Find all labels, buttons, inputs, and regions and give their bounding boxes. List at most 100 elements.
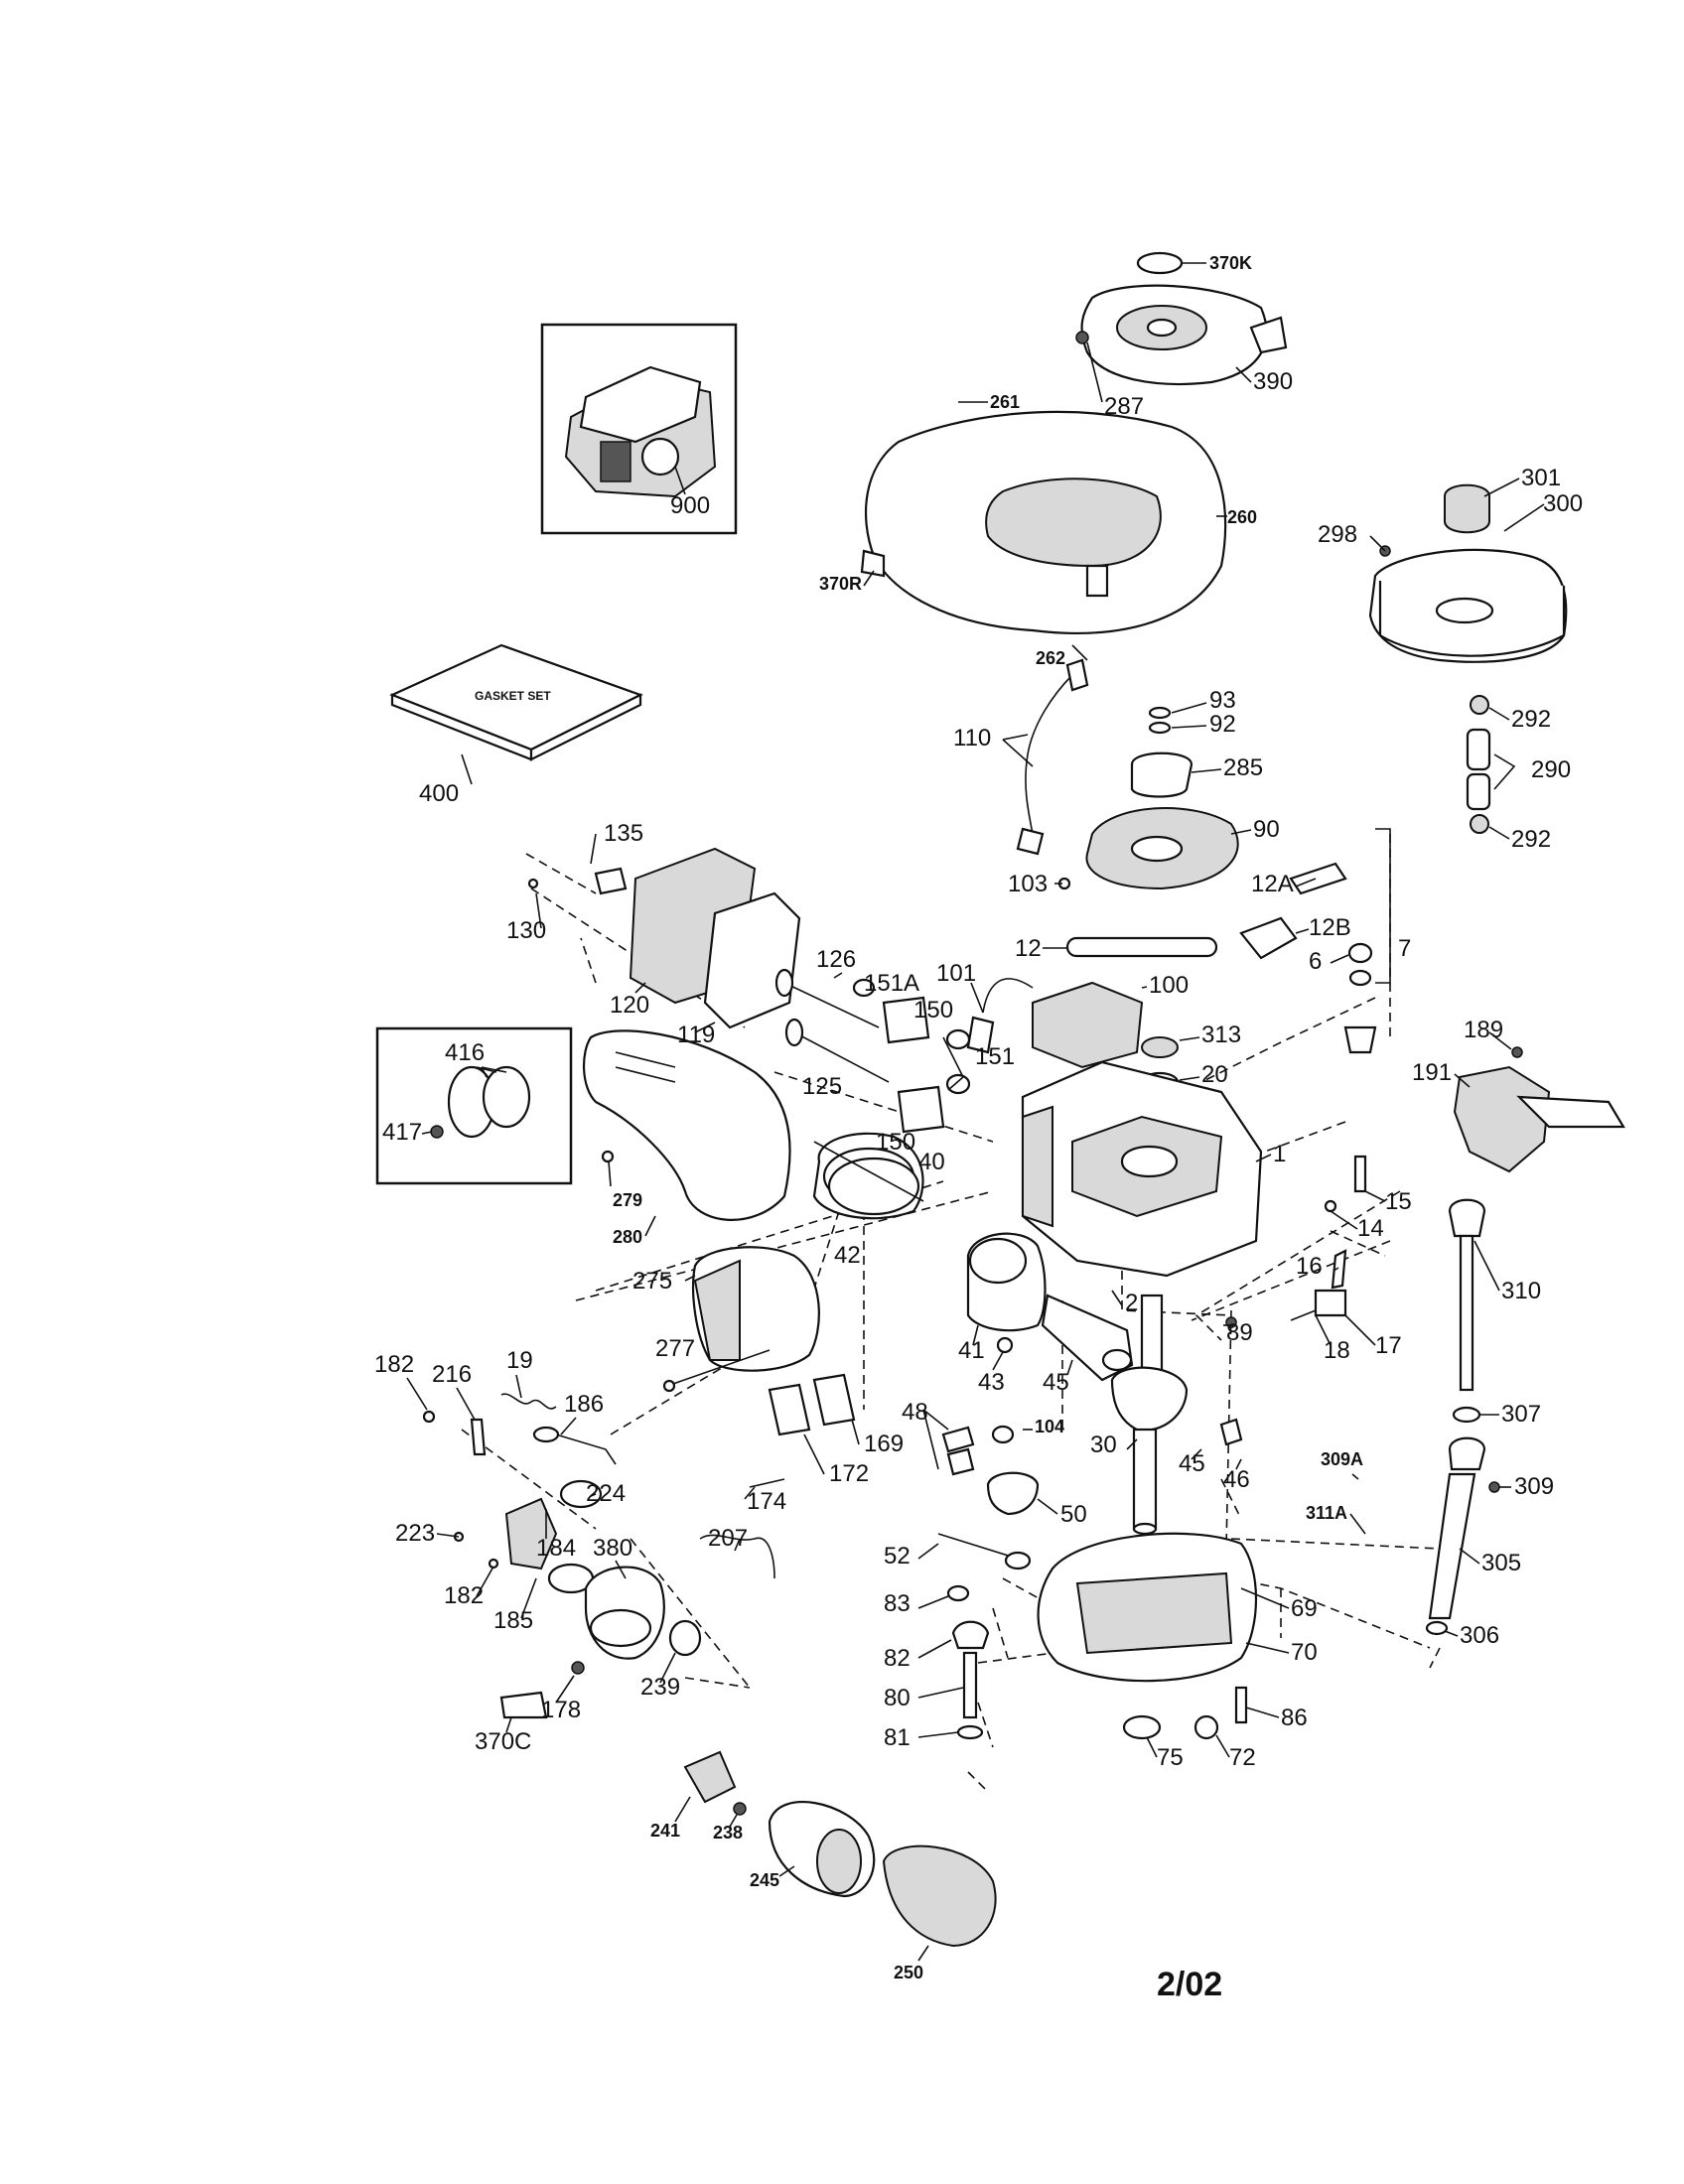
callout-275: 275 xyxy=(632,1268,672,1295)
callout-306: 306 xyxy=(1460,1622,1499,1649)
air-baffle xyxy=(582,1029,791,1221)
callout-120: 120 xyxy=(610,992,649,1019)
callout-309A: 309A xyxy=(1321,1449,1363,1469)
callout-46: 46 xyxy=(1223,1466,1250,1493)
callout-191: 191 xyxy=(1412,1059,1452,1086)
breather-tube xyxy=(1057,862,1347,960)
callout-45-right: 45 xyxy=(1179,1450,1205,1477)
callout-186: 186 xyxy=(564,1391,604,1418)
callout-30: 30 xyxy=(1090,1432,1117,1458)
valve-train xyxy=(774,968,971,1134)
callout-82: 82 xyxy=(884,1645,911,1672)
callout-20: 20 xyxy=(1201,1061,1228,1088)
small-seal-parts xyxy=(1140,942,1377,1093)
callout-216: 216 xyxy=(432,1361,472,1388)
callout-12A: 12A xyxy=(1251,871,1294,897)
throttle-linkage xyxy=(422,1393,617,1465)
callout-101: 101 xyxy=(936,960,976,987)
callout-18: 18 xyxy=(1324,1337,1350,1364)
callout-12B: 12B xyxy=(1309,914,1351,941)
revision-date: 2/02 xyxy=(1157,1966,1222,2003)
callout-17: 17 xyxy=(1375,1332,1402,1359)
callout-207: 207 xyxy=(708,1525,748,1552)
callout-224: 224 xyxy=(586,1480,626,1507)
callout-261: 261 xyxy=(990,392,1020,412)
callout-151A: 151A xyxy=(864,970,919,997)
callout-169: 169 xyxy=(864,1431,904,1457)
piston-assembly xyxy=(966,1232,1134,1382)
callout-93: 93 xyxy=(1209,687,1236,714)
callout-labels: 370K 390 287 261 260 370R 262 301 300 29… xyxy=(374,253,1583,1982)
callout-172: 172 xyxy=(829,1460,869,1487)
callout-287: 287 xyxy=(1104,393,1144,420)
callout-390: 390 xyxy=(1253,368,1293,395)
piston-rings xyxy=(812,1132,924,1220)
callout-290: 290 xyxy=(1531,756,1571,783)
callout-110: 110 xyxy=(953,725,991,751)
callout-70: 70 xyxy=(1291,1639,1318,1666)
callout-7: 7 xyxy=(1398,935,1411,962)
callout-370C: 370C xyxy=(475,1728,531,1755)
callout-12: 12 xyxy=(1015,935,1042,962)
callout-300: 300 xyxy=(1543,490,1583,517)
callout-135: 135 xyxy=(604,820,643,847)
callout-305: 305 xyxy=(1481,1550,1521,1576)
starter-cup xyxy=(1075,251,1288,386)
ignition-wire xyxy=(1016,658,1089,856)
callout-104: 104 xyxy=(1035,1417,1064,1436)
callout-15: 15 xyxy=(1385,1188,1412,1215)
callout-86: 86 xyxy=(1281,1705,1308,1731)
callout-89: 89 xyxy=(1226,1319,1253,1346)
callout-174: 174 xyxy=(747,1488,786,1515)
callout-285: 285 xyxy=(1223,754,1263,781)
carburetor xyxy=(453,1479,775,1719)
callout-178: 178 xyxy=(541,1697,581,1723)
callout-126: 126 xyxy=(816,946,856,973)
ignition-coil xyxy=(966,978,1144,1069)
callout-416: 416 xyxy=(445,1039,485,1066)
cylinder-head xyxy=(527,847,801,1029)
callout-309: 309 xyxy=(1514,1473,1554,1500)
callout-50: 50 xyxy=(1060,1501,1087,1528)
callout-45-left: 45 xyxy=(1043,1369,1069,1396)
callout-52: 52 xyxy=(884,1543,911,1570)
callout-900: 900 xyxy=(670,492,710,519)
callout-301: 301 xyxy=(1521,465,1561,491)
callout-280: 280 xyxy=(613,1227,642,1247)
callout-69: 69 xyxy=(1291,1595,1318,1622)
callout-1: 1 xyxy=(1273,1141,1286,1167)
callout-43: 43 xyxy=(978,1369,1005,1396)
callout-182-top: 182 xyxy=(374,1351,414,1378)
callout-313: 313 xyxy=(1201,1022,1241,1048)
callout-307: 307 xyxy=(1501,1401,1541,1428)
callout-292-bottom: 292 xyxy=(1511,826,1551,853)
callout-41: 41 xyxy=(958,1337,985,1364)
muffler xyxy=(662,1246,820,1393)
callout-90: 90 xyxy=(1253,816,1280,843)
callout-279: 279 xyxy=(613,1190,642,1210)
callout-81: 81 xyxy=(884,1724,911,1751)
callout-16: 16 xyxy=(1296,1253,1323,1280)
flywheel xyxy=(1085,706,1239,890)
governor-parts xyxy=(1290,1155,1367,1321)
intake-gaskets xyxy=(749,1373,975,1488)
callout-241: 241 xyxy=(650,1821,680,1841)
callout-185: 185 xyxy=(493,1607,533,1634)
callout-42: 42 xyxy=(834,1242,861,1269)
fuel-line xyxy=(1466,695,1491,834)
callout-103: 103 xyxy=(1008,871,1048,897)
callout-leaders xyxy=(406,262,1545,1962)
callout-238: 238 xyxy=(713,1823,743,1843)
callout-150-top: 150 xyxy=(913,997,953,1024)
callout-380: 380 xyxy=(593,1535,632,1562)
callout-184: 184 xyxy=(536,1535,576,1562)
callout-80: 80 xyxy=(884,1685,911,1711)
dipstick-assembly xyxy=(1425,1198,1500,1636)
callout-2: 2 xyxy=(1125,1290,1138,1316)
governor-linkage xyxy=(1453,1046,1625,1173)
gasket-set-text: GASKET SET xyxy=(475,689,551,703)
crankshaft xyxy=(1110,1294,1237,1536)
callout-14: 14 xyxy=(1357,1215,1384,1242)
callout-370R: 370R xyxy=(819,574,862,594)
